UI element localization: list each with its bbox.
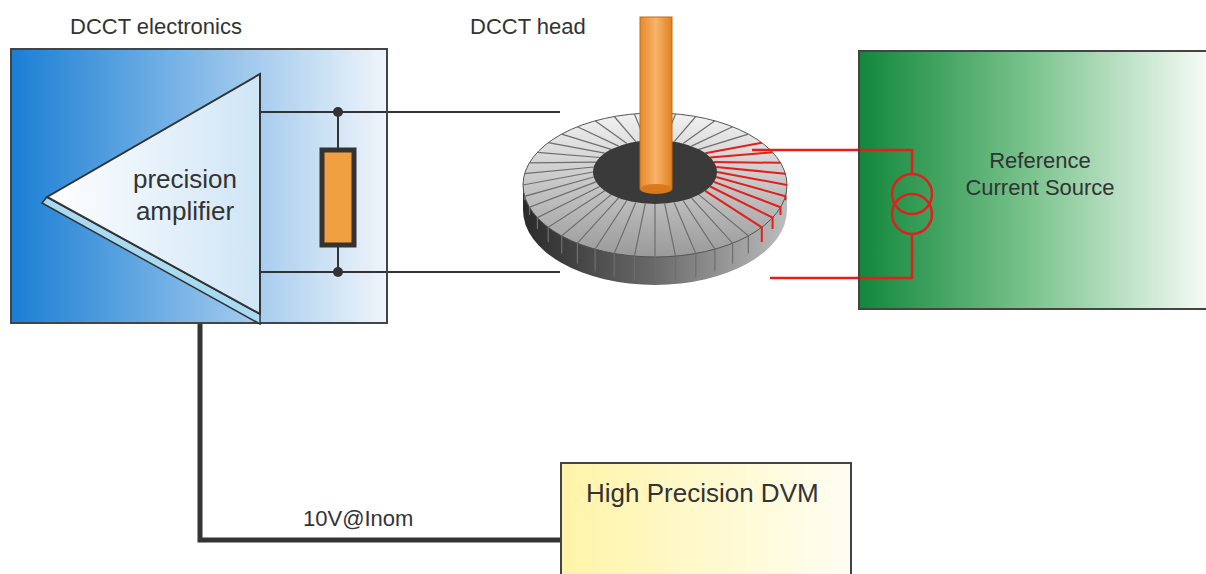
winding-stroke — [634, 204, 645, 281]
winding-stroke — [710, 187, 772, 230]
calibration-wire — [752, 150, 932, 278]
winding-stroke — [674, 202, 696, 277]
winding-stroke — [595, 121, 627, 144]
winding-stroke — [683, 121, 715, 144]
output-cable — [200, 324, 560, 540]
electronics-box: DCCT electronicsprecision amplifier — [10, 48, 388, 324]
winding-stroke — [530, 182, 597, 215]
winding-stroke — [595, 201, 627, 272]
winding-stroke — [654, 204, 655, 282]
source-box: Reference Current Source — [858, 50, 1206, 310]
junction-dot — [333, 107, 343, 117]
box-label: Reference Current Source — [960, 148, 1120, 202]
part-label: DCCT head — [470, 14, 586, 41]
winding-stroke — [562, 134, 612, 149]
signal-label: 10V@Inom — [303, 506, 413, 533]
winding-stroke — [714, 161, 781, 164]
winding-stroke — [714, 182, 781, 215]
dvm-box: High Precision DVM — [560, 462, 852, 574]
box-label: precision amplifier — [112, 164, 258, 227]
winding-stroke — [537, 152, 599, 157]
resistor-symbol — [322, 150, 354, 245]
winding-stroke — [577, 127, 618, 146]
winding-stroke — [705, 191, 762, 242]
winding-stroke — [691, 127, 732, 146]
winding-stroke — [577, 198, 618, 264]
winding-stroke — [525, 177, 594, 200]
box-label: High Precision DVM — [586, 478, 846, 510]
winding-stroke — [530, 162, 597, 164]
winding-stroke — [525, 167, 594, 174]
winding-stroke — [562, 195, 612, 254]
winding-stroke — [665, 204, 676, 281]
signal-wire — [258, 112, 560, 272]
winding-stroke — [716, 167, 785, 174]
junction-dot — [333, 267, 343, 277]
box-heading: DCCT electronics — [70, 14, 390, 41]
winding-stroke — [717, 172, 787, 185]
amplifier-triangle: precision amplifier — [40, 72, 264, 328]
winding-stroke — [674, 117, 696, 142]
winding-stroke — [705, 143, 762, 154]
conductor-rod — [640, 17, 672, 189]
winding-stroke — [710, 152, 772, 157]
dcct-toroid — [523, 17, 787, 285]
winding-stroke — [614, 117, 636, 142]
winding-stroke — [691, 198, 732, 264]
winding-stroke — [614, 202, 636, 277]
winding-stroke — [699, 195, 749, 254]
winding-stroke — [523, 172, 593, 185]
